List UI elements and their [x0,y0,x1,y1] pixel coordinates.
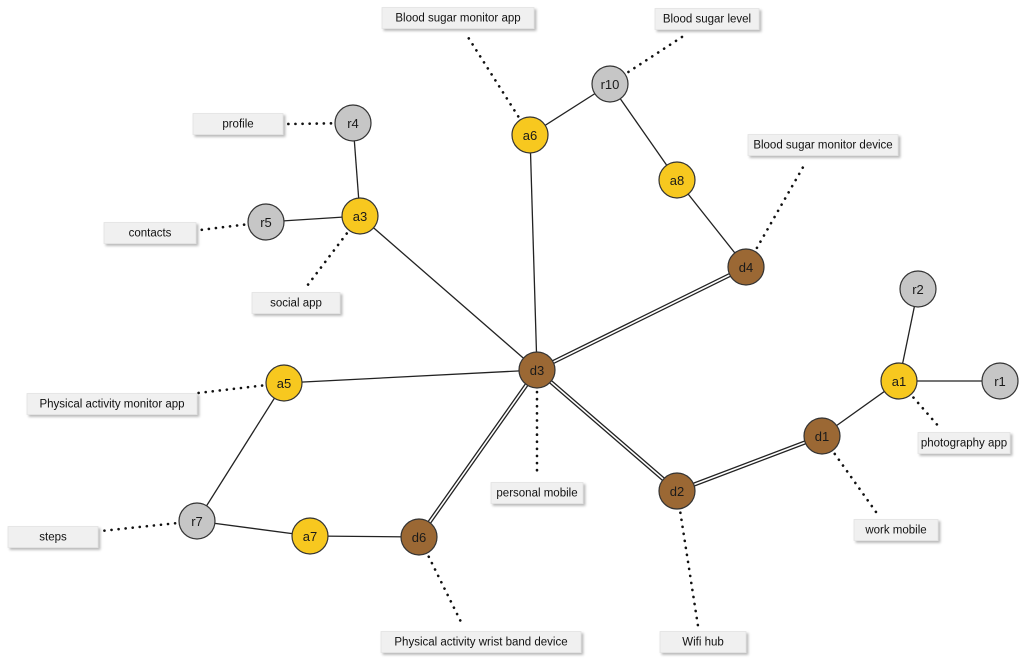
connector-a1 [912,396,942,430]
connector-r4 [285,122,333,126]
node-r10[interactable]: r10 [591,65,629,103]
label-text-a5: Physical activity monitor app [39,399,184,411]
edge-r10-a8 [609,83,678,181]
node-label-a8: a8 [670,173,684,188]
node-a5[interactable]: a5 [265,364,303,402]
connector-a5 [196,384,264,395]
label-r10: Blood sugar level [654,8,760,30]
node-r1[interactable]: r1 [981,362,1019,400]
node-label-a3: a3 [353,209,367,224]
edge-d3-d4 [536,265,747,372]
node-label-d1: d1 [815,429,829,444]
node-r5[interactable]: r5 [247,203,285,241]
edge-d3-a6 [529,134,538,371]
label-text-d4: Blood sugar monitor device [753,140,892,152]
node-r2[interactable]: r2 [899,270,937,308]
node-label-d6: d6 [412,530,426,545]
label-d3: personal mobile [490,482,584,504]
label-a6: Blood sugar monitor app [381,7,535,29]
edge-a5-r7 [196,382,285,522]
node-label-r4: r4 [347,116,359,131]
label-text-d3: personal mobile [496,488,577,500]
connector-r10 [627,33,687,74]
label-text-a6: Blood sugar monitor app [395,13,520,25]
node-label-a7: a7 [303,529,317,544]
edge-d3-d6 [417,368,539,539]
node-label-d2: d2 [670,484,684,499]
edges [196,83,1000,539]
node-label-r2: r2 [912,282,924,297]
label-a1: photography app [917,432,1011,454]
node-d2[interactable]: d2 [658,472,696,510]
edge-r7-a7 [196,520,311,537]
node-a6[interactable]: a6 [511,116,549,154]
node-d6[interactable]: d6 [400,518,438,556]
label-text-d1: work mobile [864,525,926,537]
connector-a6 [464,32,520,118]
node-r7[interactable]: r7 [178,502,216,540]
label-text-d6: Physical activity wrist band device [394,637,567,649]
edge-d3-a3 [359,215,538,371]
label-r7: steps [7,526,99,548]
node-d3[interactable]: d3 [518,351,556,389]
connector-d4 [755,160,808,250]
node-a7[interactable]: a7 [291,517,329,555]
node-label-r10: r10 [601,77,620,92]
label-text-r5: contacts [129,228,172,240]
connector-a3 [305,232,349,288]
node-label-d4: d4 [739,260,753,275]
node-label-r5: r5 [260,215,272,230]
connector-r7 [99,521,177,533]
node-label-a1: a1 [892,374,906,389]
label-text-r10: Blood sugar level [663,14,751,26]
connector-d2 [679,511,700,628]
node-label-a5: a5 [277,376,291,391]
node-a8[interactable]: a8 [658,161,696,199]
label-a5: Physical activity monitor app [26,393,198,415]
node-a3[interactable]: a3 [341,197,379,235]
label-text-r4: profile [222,119,253,131]
edge-d3-d2 [535,368,679,493]
label-text-r7: steps [39,532,67,544]
labels: Blood sugar monitor app Blood sugar level… [7,7,1011,653]
edge-d2-d1 [676,434,823,493]
label-d6: Physical activity wrist band device [380,631,582,653]
connector-d1 [833,452,878,514]
node-label-r1: r1 [994,374,1006,389]
label-connectors [99,32,942,628]
node-label-d3: d3 [530,363,544,378]
label-d4: Blood sugar monitor device [747,134,899,156]
label-text-a1: photography app [921,438,1007,450]
label-r4: profile [192,113,284,135]
node-d1[interactable]: d1 [803,417,841,455]
node-d4[interactable]: d4 [727,248,765,286]
label-d1: work mobile [853,519,939,541]
node-r4[interactable]: r4 [334,104,372,142]
label-text-a3: social app [270,298,322,310]
node-label-a6: a6 [523,128,537,143]
nodes: d3 d4 d2 d1 d6 a1 a3 a5 a6 a7 a8 r1 r2 r4 r5 r7 r10 [178,65,1019,556]
connector-d6 [427,555,465,628]
label-d2: Wifi hub [659,631,747,653]
connector-r5 [198,223,246,232]
label-a3: social app [251,292,341,314]
label-text-d2: Wifi hub [682,637,724,649]
label-r5: contacts [103,222,197,244]
node-a1[interactable]: a1 [880,362,918,400]
edge-d3-a5 [283,369,538,384]
node-label-r7: r7 [191,514,203,529]
